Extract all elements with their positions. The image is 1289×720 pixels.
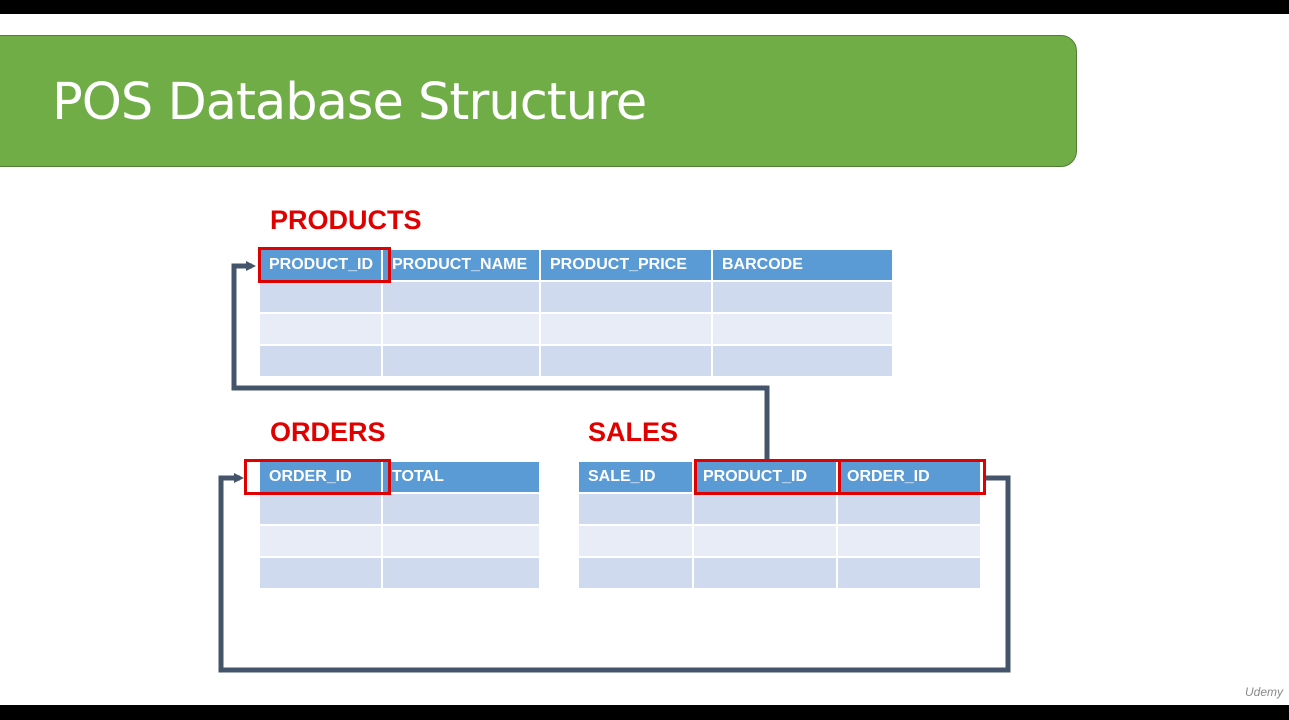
orders-order-id-key-highlight [244, 459, 391, 495]
sales-header-sale-id: SALE_ID [579, 462, 694, 494]
sales-table-cell [694, 526, 838, 558]
orders-table-cell [260, 558, 383, 590]
orders-table-cell [383, 494, 541, 526]
products-product-id-key-highlight [258, 247, 391, 283]
products-table-cell [541, 314, 713, 346]
products-table-cell [260, 282, 383, 314]
orders-table-cell [383, 526, 541, 558]
products-table-cell [713, 282, 894, 314]
sales-table-cell [579, 558, 694, 590]
products-table-cell [383, 346, 541, 378]
sales-table-cell [838, 494, 982, 526]
orders-table-cell [260, 494, 383, 526]
products-table-cell [713, 314, 894, 346]
slide-title: POS Database Structure [52, 73, 647, 132]
sales-product-id-key-highlight [694, 459, 841, 495]
products-table-label: PRODUCTS [270, 205, 422, 235]
relationship-connectors [218, 261, 1011, 673]
sales-table-cell [694, 558, 838, 590]
sales-table-cell [838, 526, 982, 558]
title-banner [0, 35, 1077, 167]
products-header-product-name: PRODUCT_NAME [383, 250, 541, 282]
products-table-cell [541, 346, 713, 378]
sales-table-cell [694, 494, 838, 526]
connector-sales-product [231, 261, 770, 461]
products-table-cell [260, 346, 383, 378]
sales-table-cell [579, 494, 694, 526]
sales-table-cell [838, 558, 982, 590]
sales-order-id-key-highlight [838, 459, 986, 495]
products-table-cell [541, 282, 713, 314]
products-table-cell [713, 346, 894, 378]
products-header-product-price: PRODUCT_PRICE [541, 250, 713, 282]
orders-header-total: TOTAL [383, 462, 541, 494]
orders-table-cell [260, 526, 383, 558]
slide: POS Database Structure PRODUCTS PRODUCT_… [0, 14, 1289, 705]
connector-sales-order [218, 473, 1011, 673]
watermark: Udemy [1244, 685, 1283, 699]
products-table-cell [383, 282, 541, 314]
products-table-cell [260, 314, 383, 346]
products-header-barcode: BARCODE [713, 250, 894, 282]
orders-table-cell [383, 558, 541, 590]
sales-table-cell [579, 526, 694, 558]
sales-table-label: SALES [588, 417, 679, 447]
products-table-cell [383, 314, 541, 346]
orders-table-label: ORDERS [270, 417, 386, 447]
